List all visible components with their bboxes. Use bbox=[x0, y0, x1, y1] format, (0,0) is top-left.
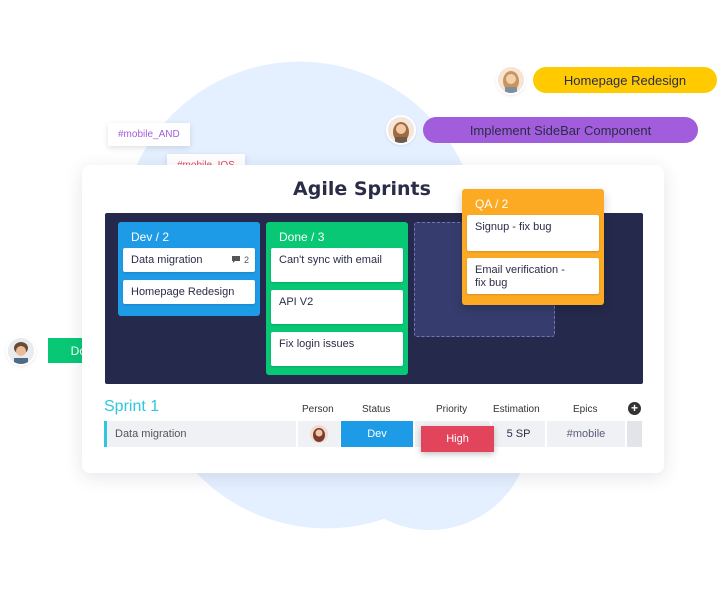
add-column-icon[interactable]: + bbox=[628, 402, 641, 415]
task-data-migration[interactable]: Data migration 2 bbox=[123, 248, 255, 272]
person-cell[interactable] bbox=[298, 421, 340, 447]
homepage-redesign-pill[interactable]: Homepage Redesign bbox=[533, 67, 717, 93]
avatar-sidebar bbox=[388, 117, 414, 143]
task-fix-login[interactable]: Fix login issues bbox=[271, 332, 403, 366]
task-cant-sync-email[interactable]: Can't sync with email bbox=[271, 248, 403, 282]
avatar-done bbox=[8, 338, 34, 364]
group-title[interactable]: Sprint 1 bbox=[104, 398, 160, 415]
col-header-epics: Epics bbox=[573, 404, 598, 415]
avatar-homepage bbox=[498, 67, 524, 93]
done-column-header: Done / 3 bbox=[279, 230, 325, 244]
task-homepage-redesign[interactable]: Homepage Redesign bbox=[123, 280, 255, 304]
priority-high-badge[interactable]: High bbox=[421, 426, 494, 452]
task-signup-fix[interactable]: Signup - fix bug bbox=[467, 215, 599, 251]
board-title: Agile Sprints bbox=[293, 178, 431, 200]
comment-icon[interactable]: 2 bbox=[231, 254, 249, 267]
estimation-cell[interactable]: 5 SP bbox=[492, 421, 545, 447]
comment-count: 2 bbox=[243, 255, 249, 265]
implement-sidebar-pill[interactable]: Implement SideBar Component bbox=[423, 117, 698, 143]
tag-mobile-and[interactable]: #mobile_AND bbox=[108, 123, 190, 146]
col-header-priority: Priority bbox=[436, 404, 468, 415]
col-header-estimation: Estimation bbox=[493, 404, 540, 415]
dev-column-header: Dev / 2 bbox=[131, 230, 170, 244]
task-label: Data migration bbox=[131, 254, 203, 266]
col-header-person: Person bbox=[302, 404, 334, 415]
row-end-cell bbox=[627, 421, 642, 447]
task-email-verification[interactable]: Email verification - fix bug bbox=[467, 258, 599, 294]
item-cell[interactable]: Data migration bbox=[104, 421, 296, 447]
col-header-status: Status bbox=[362, 404, 391, 415]
epics-cell[interactable]: #mobile bbox=[547, 421, 625, 447]
person-avatar bbox=[310, 425, 328, 443]
qa-column-header: QA / 2 bbox=[475, 197, 509, 211]
task-api-v2[interactable]: API V2 bbox=[271, 290, 403, 324]
status-cell[interactable]: Dev bbox=[341, 421, 413, 447]
